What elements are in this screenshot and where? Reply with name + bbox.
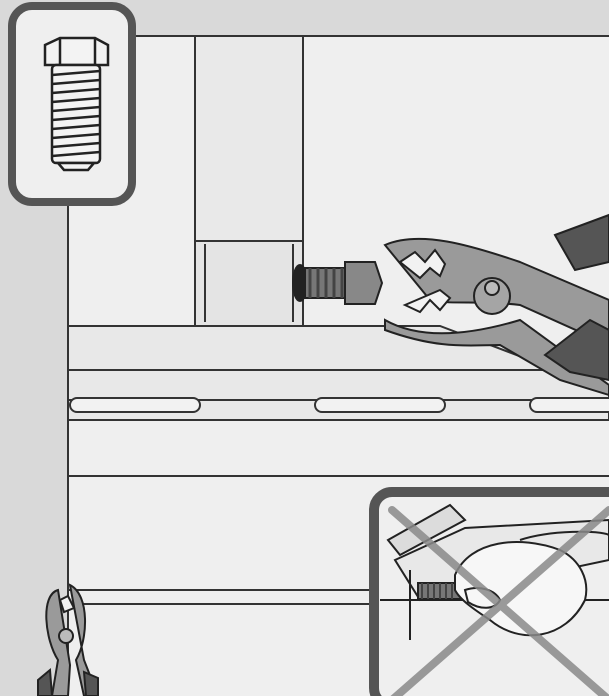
hex-bolt-icon — [45, 38, 108, 170]
bolt — [293, 262, 382, 304]
wrong-method-inset — [374, 492, 609, 696]
bolt-inset — [12, 6, 132, 202]
support-column — [195, 36, 303, 326]
